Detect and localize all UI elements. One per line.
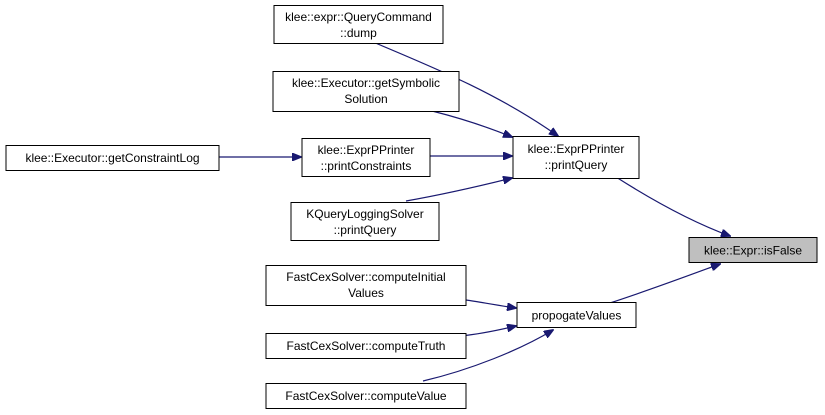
node-label-line-2: ::printQuery — [545, 158, 608, 172]
node-label-line-1: KQueryLoggingSolver — [306, 207, 423, 221]
edge-print-query-to-is-false — [615, 176, 730, 236]
node-label-line-2: ::printConstraints — [321, 159, 412, 173]
node-print-constraints[interactable]: klee::ExprPPrinter ::printConstraints — [301, 138, 431, 177]
edges — [219, 41, 730, 382]
node-label-line-2: ::dump — [340, 26, 377, 40]
node-propogate-values[interactable]: propogateValues — [516, 302, 637, 328]
node-label-line-1: klee::Executor::getSymbolic — [292, 76, 440, 90]
edge-compute-truth-to-propogate-values — [460, 326, 516, 337]
edge-kquery-logging-to-print-query — [405, 178, 512, 202]
edge-compute-value-to-propogate-values — [422, 330, 553, 382]
node-label: propogateValues — [532, 309, 622, 323]
node-label-line-2: Solution — [344, 92, 387, 106]
node-label-line-1: klee::expr::QueryCommand — [285, 10, 432, 24]
node-compute-truth[interactable]: FastCexSolver::computeTruth — [265, 333, 467, 359]
node-print-query[interactable]: klee::ExprPPrinter ::printQuery — [512, 136, 640, 179]
node-label: FastCexSolver::computeValue — [285, 389, 447, 403]
node-label-line-1: klee::ExprPPrinter — [318, 143, 415, 157]
node-compute-value[interactable]: FastCexSolver::computeValue — [265, 383, 467, 409]
node-label: FastCexSolver::computeTruth — [287, 339, 446, 353]
node-label: klee::Executor::getConstraintLog — [25, 151, 199, 165]
node-kquery-logging-print-query[interactable]: KQueryLoggingSolver ::printQuery — [290, 202, 440, 241]
node-is-false[interactable]: klee::Expr::isFalse — [688, 237, 818, 263]
edge-compute-initial-values-to-propogate-values — [465, 299, 516, 308]
node-get-constraint-log[interactable]: klee::Executor::getConstraintLog — [5, 145, 220, 171]
node-query-command-dump[interactable]: klee::expr::QueryCommand ::dump — [273, 5, 444, 44]
node-label-line-2: Values — [348, 286, 384, 300]
node-label-line-2: ::printQuery — [334, 223, 397, 237]
node-label-line-1: FastCexSolver::computeInitial — [286, 270, 445, 284]
edge-query-command-dump-to-print-query — [372, 41, 558, 136]
node-compute-initial-values[interactable]: FastCexSolver::computeInitial Values — [265, 265, 467, 306]
node-get-symbolic-solution[interactable]: klee::Executor::getSymbolic Solution — [272, 71, 460, 112]
edge-propogate-values-to-is-false — [609, 264, 720, 304]
edge-get-symbolic-solution-to-print-query — [431, 110, 512, 137]
node-label-line-1: klee::ExprPPrinter — [528, 142, 625, 156]
node-label: klee::Expr::isFalse — [704, 244, 802, 258]
